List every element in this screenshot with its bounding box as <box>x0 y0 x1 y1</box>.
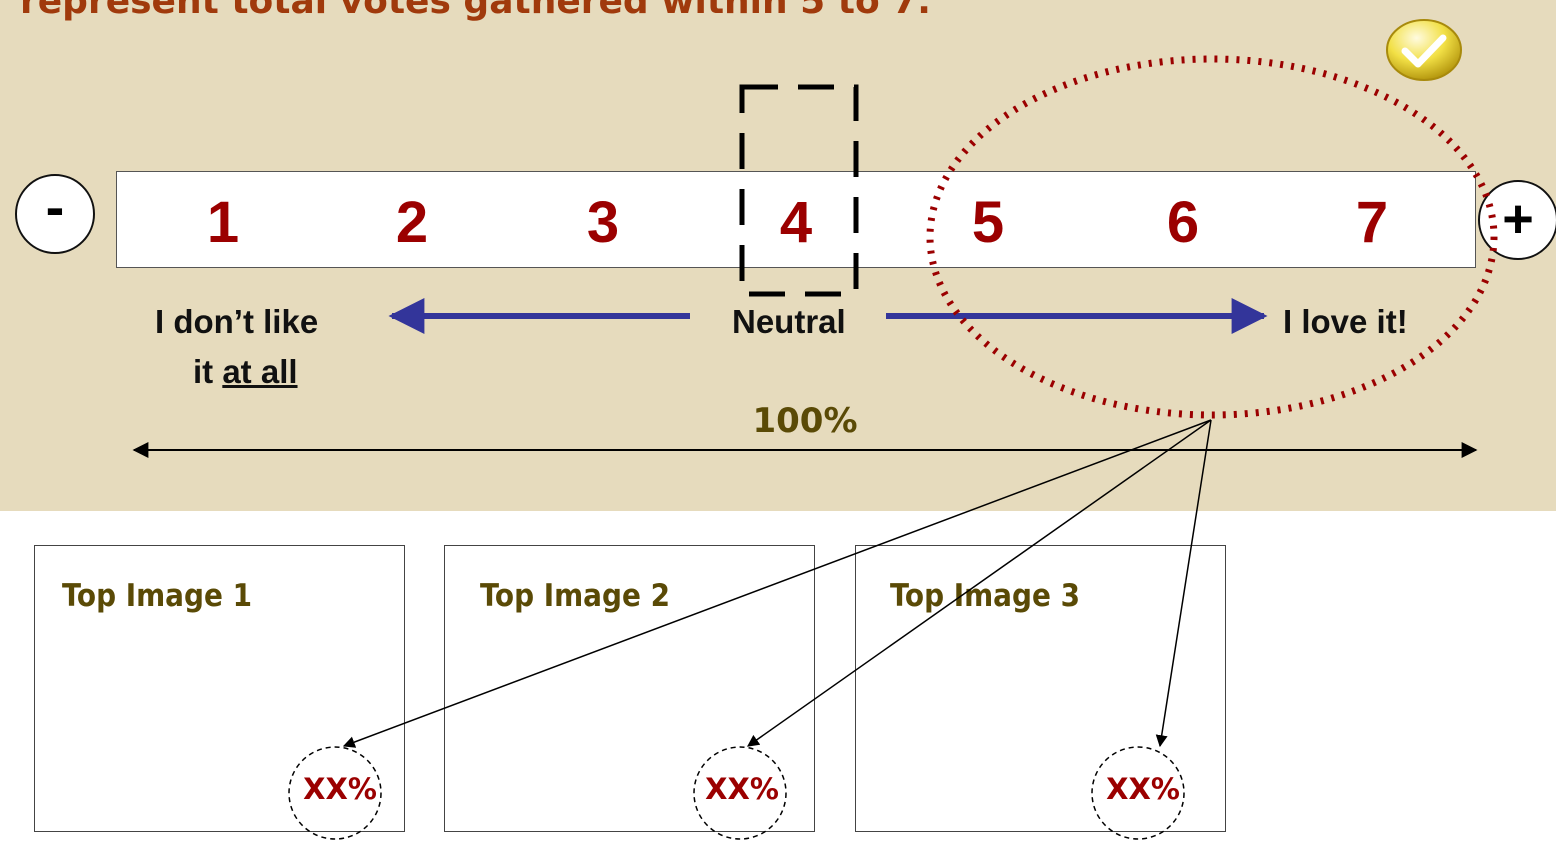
card-title-1: Top Image 1 <box>62 578 252 614</box>
neutral-dashed-box <box>739 84 859 297</box>
percent-circle-2 <box>693 746 787 840</box>
label-at-all: at all <box>222 353 298 390</box>
card-percent-3: XX% <box>1106 772 1180 806</box>
card-percent-1: XX% <box>303 772 377 806</box>
scale-number-6: 6 <box>1166 190 1200 255</box>
scale-number-5: 5 <box>971 190 1005 255</box>
percent-circle-1 <box>288 746 382 840</box>
highlight-ellipse <box>926 55 1498 419</box>
scale-number-2: 2 <box>395 190 429 255</box>
connector-arrow-3 <box>1155 419 1212 748</box>
label-dislike-line2: it at all <box>193 353 298 390</box>
minus-endpoint: - <box>15 174 95 254</box>
card-title-2: Top Image 2 <box>480 578 670 614</box>
total-percent-label: 100% <box>752 401 858 441</box>
scale-number-1: 1 <box>206 190 240 255</box>
scale-number-4: 4 <box>779 190 813 255</box>
card-title-3: Top Image 3 <box>890 578 1080 614</box>
rating-scale-bar <box>116 171 1476 268</box>
scale-number-7: 7 <box>1355 190 1389 255</box>
percent-circle-3 <box>1091 746 1185 840</box>
plus-endpoint: + <box>1478 180 1556 260</box>
connector-arrow-2 <box>747 419 1212 747</box>
slide-heading: represent total votes gathered within 5 … <box>20 0 931 22</box>
card-percent-2: XX% <box>705 772 779 806</box>
check-circle-icon <box>1386 19 1462 81</box>
top-image-card-1 <box>34 545 405 832</box>
top-image-card-3 <box>855 545 1226 832</box>
label-love-it: I love it! <box>1283 303 1408 340</box>
label-dislike-line1: I don’t like <box>155 303 319 340</box>
label-neutral: Neutral <box>732 303 846 340</box>
scale-number-3: 3 <box>586 190 620 255</box>
connector-arrow-1 <box>342 419 1212 748</box>
